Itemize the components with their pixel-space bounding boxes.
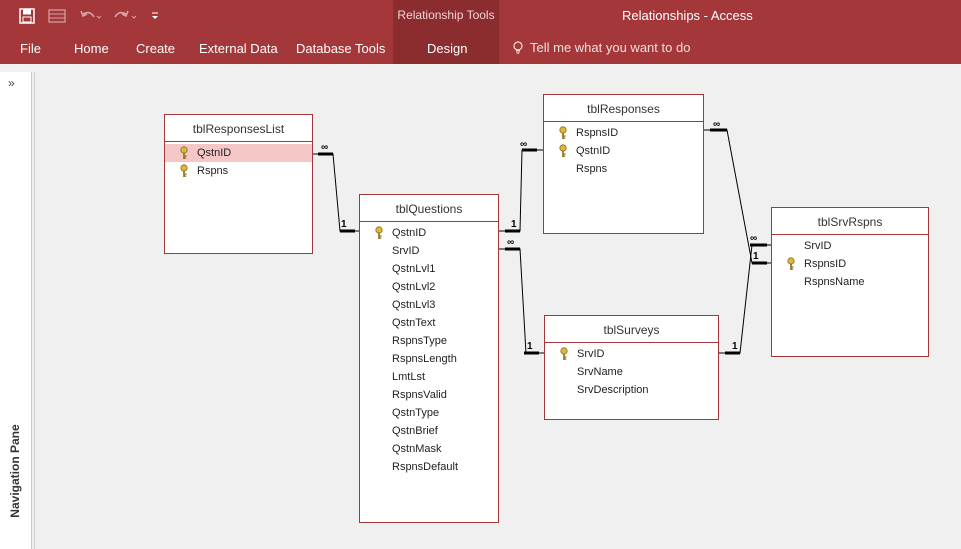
field-row[interactable]: RspnsName [772, 273, 928, 291]
field-row[interactable]: RspnsLength [360, 350, 498, 368]
field-row[interactable]: SrvID [545, 345, 718, 363]
table-tblresponseslist[interactable]: tblResponsesList QstnID Rspns [164, 114, 313, 254]
field-row[interactable]: RspnsID [544, 124, 703, 142]
field-name: SrvID [392, 245, 420, 257]
field-name: RspnsDefault [392, 461, 459, 473]
field-row[interactable]: RspnsID [772, 255, 928, 273]
field-row[interactable]: SrvID [360, 242, 498, 260]
tab-home[interactable]: Home [74, 41, 109, 56]
field-name: Rspns [576, 163, 608, 175]
field-row[interactable]: RspnsDefault [360, 458, 498, 476]
field-name: RspnsID [804, 258, 847, 270]
field-row[interactable]: SrvName [545, 363, 718, 381]
customize-quick-access-icon[interactable] [151, 0, 159, 32]
field-row[interactable]: QstnMask [360, 440, 498, 458]
primary-key-icon [180, 146, 188, 159]
field-row[interactable]: QstnBrief [360, 422, 498, 440]
field-row[interactable]: QstnID [165, 144, 312, 162]
table-title[interactable]: tblResponses [544, 95, 703, 122]
field-row[interactable]: SrvID [772, 237, 928, 255]
relationship-tools-label: Relationship Tools [397, 8, 495, 22]
field-row[interactable]: QstnLvl3 [360, 296, 498, 314]
field-name: QstnID [197, 147, 232, 159]
field-row[interactable]: QstnType [360, 404, 498, 422]
tab-external-data[interactable]: External Data [199, 41, 278, 56]
field-name: SrvDescription [577, 384, 649, 396]
field-name: QstnLvl1 [392, 263, 436, 275]
field-row[interactable]: LmtLst [360, 368, 498, 386]
tab-create[interactable]: Create [136, 41, 176, 56]
form-view-icon[interactable] [48, 0, 66, 32]
redo-icon[interactable] [112, 0, 138, 32]
field-name: QstnLvl3 [392, 299, 436, 311]
table-title[interactable]: tblQuestions [360, 195, 498, 222]
field-row[interactable]: QstnID [544, 142, 703, 160]
save-icon[interactable] [19, 0, 35, 32]
lightbulb-icon [513, 40, 523, 54]
field-name: QstnID [576, 145, 611, 157]
tell-me-text: Tell me what you want to do [530, 40, 691, 55]
table-tblsurveys[interactable]: tblSurveys SrvID SrvName SrvDescription [544, 315, 719, 420]
design-tab-band [393, 32, 499, 64]
tell-me-box[interactable]: Tell me what you want to do [512, 40, 690, 55]
primary-key-icon [180, 164, 188, 177]
field-row[interactable]: SrvDescription [545, 381, 718, 399]
field-row[interactable]: RspnsValid [360, 386, 498, 404]
field-name: SrvName [577, 366, 623, 378]
field-name: RspnsName [804, 276, 865, 288]
window-title: Relationships - Access [622, 8, 753, 23]
primary-key-icon [375, 226, 383, 239]
tab-design[interactable]: Design [427, 41, 468, 56]
primary-key-icon [559, 144, 567, 157]
field-row[interactable]: QstnID [360, 224, 498, 242]
field-name: RspnsValid [392, 389, 447, 401]
field-row[interactable]: Rspns [544, 160, 703, 178]
primary-key-icon [559, 126, 567, 139]
field-row[interactable]: QstnLvl2 [360, 278, 498, 296]
tab-database-tools[interactable]: Database Tools [296, 41, 386, 56]
field-name: QstnLvl2 [392, 281, 436, 293]
navigation-pane-label: Navigation Pane [8, 424, 22, 518]
navigation-pane[interactable]: » Navigation Pane [0, 72, 32, 549]
primary-key-icon [787, 257, 795, 270]
primary-key-icon [560, 347, 568, 360]
undo-icon[interactable] [79, 0, 101, 32]
table-tblquestions[interactable]: tblQuestions QstnID SrvID QstnLvl1 QstnL… [359, 194, 499, 523]
title-bar: Relationship Tools Relationships - Acces… [0, 0, 961, 64]
field-name: RspnsID [576, 127, 619, 139]
table-title[interactable]: tblResponsesList [165, 115, 312, 142]
field-name: SrvID [804, 240, 832, 252]
field-name: QstnText [392, 317, 436, 329]
field-row[interactable]: RspnsType [360, 332, 498, 350]
field-row[interactable]: QstnText [360, 314, 498, 332]
field-name: QstnMask [392, 443, 442, 455]
field-name: QstnType [392, 407, 440, 419]
table-title[interactable]: tblSrvRspns [772, 208, 928, 235]
field-row[interactable]: Rspns [165, 162, 312, 180]
field-name: RspnsLength [392, 353, 457, 365]
field-name: Rspns [197, 165, 229, 177]
field-name: LmtLst [392, 371, 426, 383]
table-tblresponses[interactable]: tblResponses RspnsID QstnID Rspns [543, 94, 704, 234]
field-name: SrvID [577, 348, 605, 360]
tab-file[interactable]: File [20, 41, 41, 56]
expand-pane-icon[interactable]: » [8, 76, 15, 90]
table-tblsrvrspns[interactable]: tblSrvRspns SrvID RspnsID RspnsName [771, 207, 929, 357]
field-name: QstnID [392, 227, 427, 239]
field-name: QstnBrief [392, 425, 438, 437]
field-row[interactable]: QstnLvl1 [360, 260, 498, 278]
table-title[interactable]: tblSurveys [545, 316, 718, 343]
field-name: RspnsType [392, 335, 448, 347]
